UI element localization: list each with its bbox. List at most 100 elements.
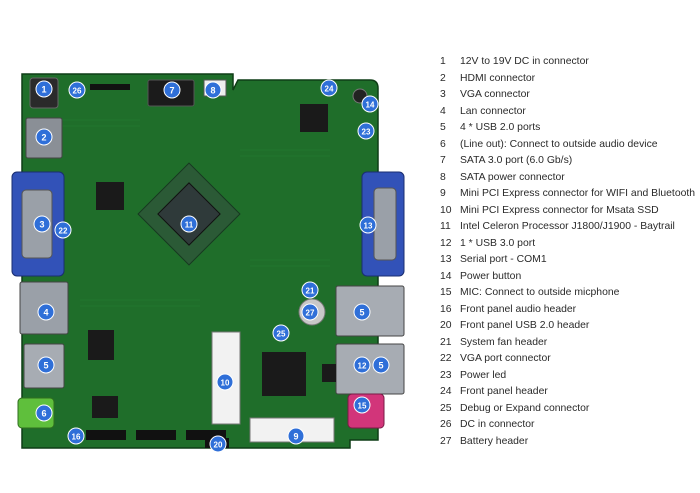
legend-number: 15	[440, 287, 452, 298]
legend-text: Debug or Expand connector	[460, 402, 590, 414]
legend-text: Battery header	[460, 435, 529, 447]
legend-number: 3	[440, 89, 446, 100]
marker-14: 14	[361, 95, 379, 113]
marker-number: 6	[41, 409, 46, 419]
legend-text: Front panel header	[460, 386, 548, 397]
marker-number: 22	[59, 227, 68, 236]
legend-text: Power led	[460, 369, 507, 381]
marker-12: 12	[353, 356, 371, 374]
marker-5: 5	[372, 356, 390, 374]
marker-number: 7	[169, 86, 174, 96]
legend-number: 8	[440, 171, 446, 183]
legend-text: SATA power connector	[460, 171, 565, 183]
marker-9: 9	[287, 427, 305, 445]
legend-text: Mini PCI Express connector for Msata SSD	[460, 204, 659, 216]
chips	[88, 104, 336, 418]
marker-number: 2	[41, 133, 46, 143]
legend-text: Front panel audio header	[460, 303, 577, 315]
marker-3: 3	[33, 215, 51, 233]
marker-number: 3	[39, 220, 44, 230]
marker-5: 5	[353, 303, 371, 321]
legend-text: (Line out): Connect to outside audio dev…	[460, 138, 658, 150]
marker-25: 25	[272, 324, 290, 342]
marker-circle	[163, 81, 181, 99]
marker-circle	[320, 79, 338, 97]
marker-circle	[361, 95, 379, 113]
legend-number: 12	[440, 237, 452, 249]
marker-circle	[37, 356, 55, 374]
marker-13: 13	[359, 216, 377, 234]
marker-circle	[35, 404, 53, 422]
legend-text: Power button	[460, 270, 522, 282]
marker-circle	[353, 356, 371, 374]
legend-text: MIC: Connect to outside micphone	[460, 287, 620, 298]
legend-text: SATA 3.0 port (6.0 Gb/s)	[460, 155, 573, 166]
marker-circle	[272, 324, 290, 342]
marker-number: 5	[359, 308, 364, 318]
legend-number: 13	[440, 254, 452, 265]
marker-1: 1	[35, 80, 53, 98]
legend-item: 6(Line out): Connect to outside audio de…	[440, 139, 698, 156]
legend-number: 27	[440, 435, 452, 447]
com1-shell	[373, 187, 397, 261]
marker-2: 2	[35, 128, 53, 146]
cpu-chip	[137, 162, 241, 266]
marker-number: 13	[364, 222, 373, 231]
legend-number: 24	[440, 386, 452, 397]
marker-circle	[37, 303, 55, 321]
legend-item: 8 SATA power connector	[440, 172, 698, 189]
marker-circle	[357, 122, 375, 140]
marker-number: 14	[366, 101, 375, 110]
legend-number: 14	[440, 270, 452, 282]
marker-number: 26	[73, 87, 82, 96]
marker-10: 10	[216, 373, 234, 391]
legend-number: 25	[440, 402, 452, 414]
legend-number: 26	[440, 419, 452, 430]
marker-23: 23	[357, 122, 375, 140]
marker-circle	[301, 303, 319, 321]
marker-24: 24	[320, 79, 338, 97]
marker-circle	[287, 427, 305, 445]
marker-number: 16	[72, 433, 81, 442]
marker-8: 8	[204, 81, 222, 99]
legend-number: 2	[440, 72, 446, 84]
marker-circle	[33, 215, 51, 233]
legend-item: 24 Front panel header	[440, 386, 698, 403]
legend-item: 14 Power button	[440, 271, 698, 288]
marker-4: 4	[37, 303, 55, 321]
marker-number: 25	[277, 330, 286, 339]
legend-number: 20	[440, 320, 452, 331]
marker-number: 15	[358, 402, 367, 411]
legend-text: VGA port connector	[460, 353, 551, 364]
legend-text: 4 * USB 2.0 ports	[460, 122, 541, 133]
legend-number: 4	[440, 105, 446, 117]
marker-number: 12	[358, 362, 367, 371]
marker-circle	[301, 281, 319, 299]
marker-number: 20	[214, 441, 223, 450]
marker-number: 9	[293, 432, 298, 442]
marker-number: 1	[41, 85, 46, 95]
legend-number: 23	[440, 369, 452, 381]
marker-circle	[67, 427, 85, 445]
marker-number: 23	[362, 128, 371, 137]
marker-number: 27	[306, 309, 315, 318]
marker-circle	[372, 356, 390, 374]
legend-text: System fan header	[460, 336, 548, 348]
marker-circle	[35, 128, 53, 146]
marker-6: 6	[35, 404, 53, 422]
